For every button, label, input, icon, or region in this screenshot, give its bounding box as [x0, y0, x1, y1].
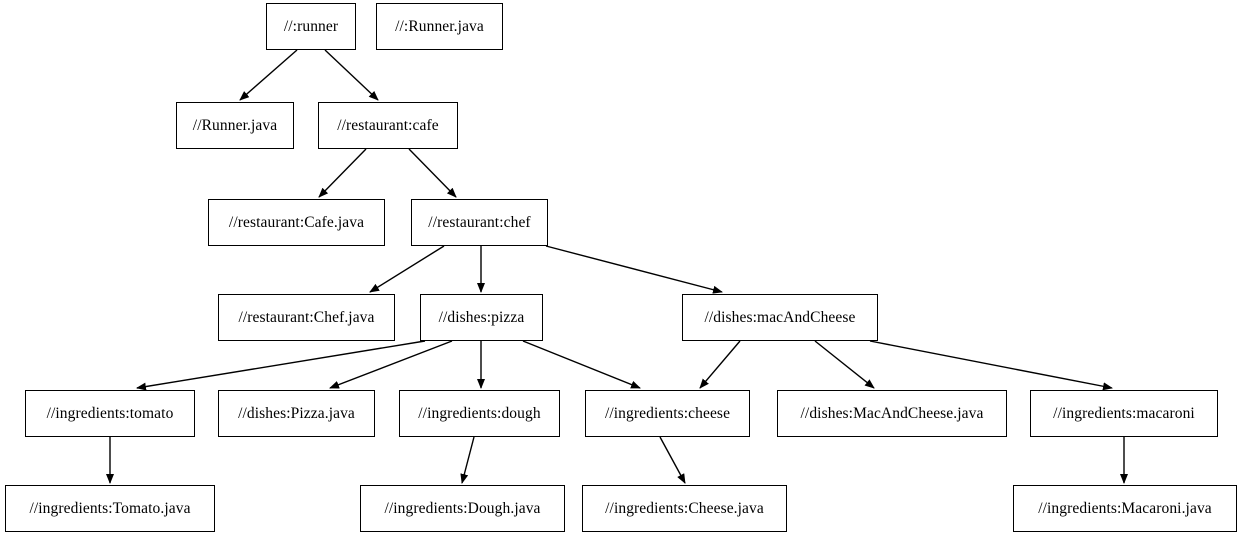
node-label: //restaurant:Chef.java	[238, 308, 375, 326]
graph-node-ingredients_macaroni[interactable]: //ingredients:macaroni	[1030, 390, 1218, 437]
node-label: //ingredients:Tomato.java	[29, 499, 191, 517]
graph-node-runner_java_root[interactable]: //:Runner.java	[376, 3, 503, 50]
node-label: //Runner.java	[192, 116, 278, 134]
graph-edge-restaurant_cafe-to-restaurant_cafe_java	[318, 148, 367, 198]
graph-edge-dishes_macandcheese-to-ingredients_macaroni	[869, 340, 1113, 391]
graph-edge-restaurant_chef-to-restaurant_chef_java	[369, 245, 445, 293]
graph-edge-dishes_macandcheese-to-ingredients_cheese	[699, 340, 741, 389]
graph-node-runner_java[interactable]: //Runner.java	[176, 102, 294, 149]
node-label: //ingredients:dough	[418, 404, 541, 422]
graph-edge-runner_target-to-runner_java	[239, 49, 298, 101]
graph-edge-restaurant_chef-to-dishes_macandcheese	[545, 245, 723, 294]
graph-node-dishes_macjava[interactable]: //dishes:MacAndCheese.java	[777, 390, 1007, 437]
graph-node-restaurant_chef[interactable]: //restaurant:chef	[411, 199, 548, 246]
graph-edge-ingredients_dough-to-dough_java	[460, 436, 475, 484]
node-label: //dishes:pizza	[438, 308, 525, 326]
graph-node-dishes_pizza[interactable]: //dishes:pizza	[420, 294, 543, 341]
node-label: //ingredients:Cheese.java	[605, 499, 764, 517]
node-label: //dishes:macAndCheese	[704, 308, 856, 326]
graph-edge-runner_target-to-restaurant_cafe	[324, 49, 379, 101]
graph-edge-ingredients_cheese-to-cheese_java	[659, 436, 686, 484]
graph-node-dishes_macandcheese[interactable]: //dishes:macAndCheese	[682, 294, 878, 341]
node-label: //:runner	[283, 17, 339, 35]
node-label: //ingredients:Dough.java	[384, 499, 541, 517]
graph-node-restaurant_cafe_java[interactable]: //restaurant:Cafe.java	[208, 199, 385, 246]
graph-node-macaroni_java[interactable]: //ingredients:Macaroni.java	[1013, 485, 1237, 532]
graph-edge-restaurant_cafe-to-restaurant_chef	[408, 148, 457, 198]
node-label: //ingredients:macaroni	[1053, 404, 1195, 422]
graph-node-runner_target[interactable]: //:runner	[266, 3, 356, 50]
graph-node-cheese_java[interactable]: //ingredients:Cheese.java	[582, 485, 787, 532]
graph-edge-dishes_macandcheese-to-dishes_macjava	[814, 340, 875, 389]
graph-node-ingredients_tomato[interactable]: //ingredients:tomato	[25, 390, 195, 437]
node-label: //:Runner.java	[395, 17, 484, 35]
graph-node-restaurant_chef_java[interactable]: //restaurant:Chef.java	[218, 294, 395, 341]
graph-edge-dishes_pizza-to-dishes_pizza_java	[329, 340, 453, 389]
graph-node-dough_java[interactable]: //ingredients:Dough.java	[360, 485, 565, 532]
graph-node-ingredients_cheese[interactable]: //ingredients:cheese	[585, 390, 750, 437]
node-label: //restaurant:cafe	[337, 116, 439, 134]
node-label: //dishes:MacAndCheese.java	[800, 404, 984, 422]
graph-node-restaurant_cafe[interactable]: //restaurant:cafe	[318, 102, 458, 149]
node-label: //ingredients:Macaroni.java	[1038, 499, 1212, 517]
graph-node-dishes_pizza_java[interactable]: //dishes:Pizza.java	[218, 390, 375, 437]
graph-node-tomato_java[interactable]: //ingredients:Tomato.java	[5, 485, 215, 532]
node-label: //restaurant:Cafe.java	[228, 213, 365, 231]
node-label: //dishes:Pizza.java	[238, 404, 355, 422]
graph-node-ingredients_dough[interactable]: //ingredients:dough	[399, 390, 560, 437]
graph-edge-dishes_pizza-to-ingredients_cheese	[522, 340, 641, 389]
graph-edge-dishes_pizza-to-ingredients_tomato	[136, 340, 426, 391]
node-label: //ingredients:cheese	[604, 404, 731, 422]
node-label: //ingredients:tomato	[46, 404, 174, 422]
node-label: //restaurant:chef	[428, 213, 531, 231]
